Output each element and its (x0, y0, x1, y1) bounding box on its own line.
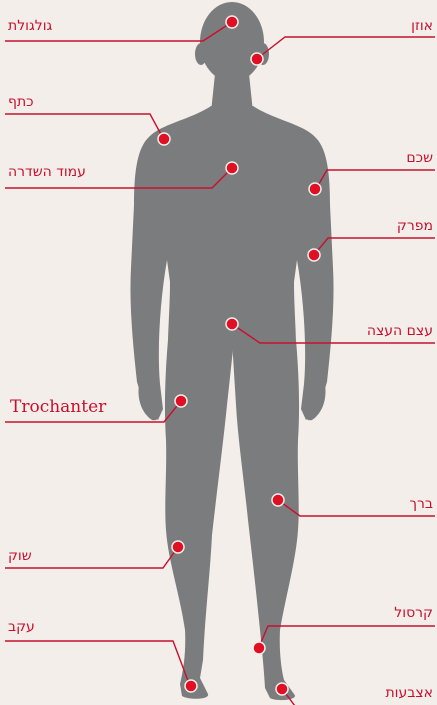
marker-shin (172, 541, 184, 553)
label-pelvis: עצם העצה (367, 324, 433, 338)
label-shoulder-blade: כתף (8, 95, 34, 109)
label-toes: אצבעות (385, 686, 433, 700)
marker-ankle (253, 642, 265, 654)
marker-heel (185, 680, 197, 692)
marker-skull (226, 16, 238, 28)
marker-shoulder-blade (158, 133, 170, 145)
label-knee: ברך (409, 497, 433, 511)
marker-knee (272, 494, 284, 506)
label-ankle: קרסול (394, 606, 433, 620)
marker-trochanter (175, 395, 187, 407)
label-trochanter: Trochanter (10, 399, 106, 416)
label-shin: שוק (8, 549, 32, 563)
marker-toes (276, 683, 288, 695)
marker-elbow (308, 249, 320, 261)
marker-shoulder (309, 183, 321, 195)
label-shoulder: שכם (406, 151, 433, 165)
marker-pelvis (226, 318, 238, 330)
body-silhouette (130, 2, 333, 700)
marker-spine (226, 162, 238, 174)
label-elbow: מפרק (397, 219, 433, 233)
label-spine: עמוד השדרה (8, 165, 86, 179)
label-ear: אוזן (411, 19, 433, 33)
label-heel: עקב (8, 620, 35, 634)
label-skull: גולגולת (8, 19, 52, 33)
marker-ear (251, 53, 263, 65)
